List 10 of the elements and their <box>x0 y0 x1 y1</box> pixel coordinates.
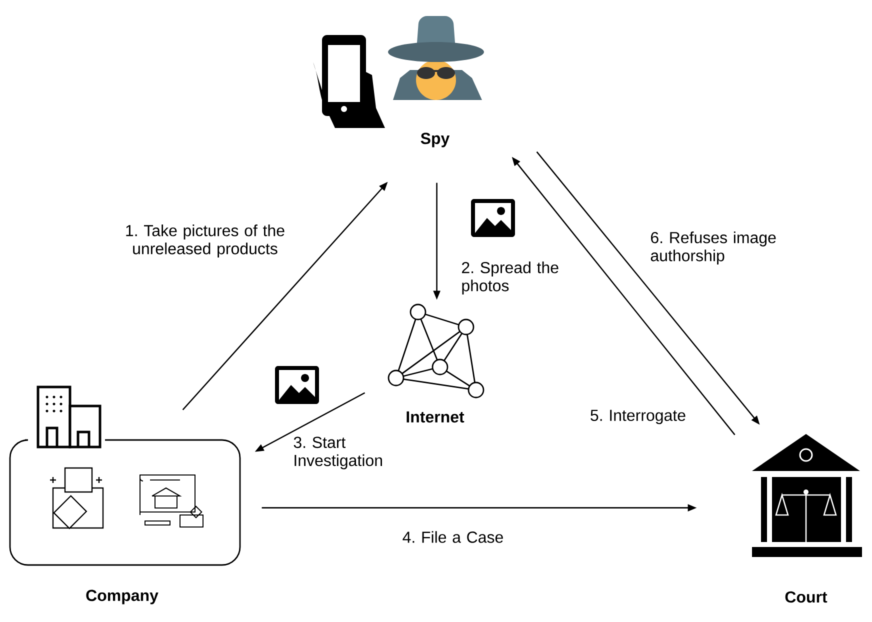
edge-label: 6. Refuses image authorship <box>650 232 776 264</box>
node-label: Spy <box>420 132 450 148</box>
node-label: Court <box>785 591 828 603</box>
node-label: Internet <box>406 411 464 423</box>
node-label: Company <box>86 590 158 604</box>
edge-label: 2. Spread the photos <box>462 262 558 294</box>
edge-label: 5. Interrogate <box>590 410 686 424</box>
edge-label: 1. Take pictures of the unreleased products <box>126 224 284 258</box>
edge-label: 3. Start Investigation <box>294 436 382 470</box>
edge-label: 4. File a Case <box>402 531 503 543</box>
